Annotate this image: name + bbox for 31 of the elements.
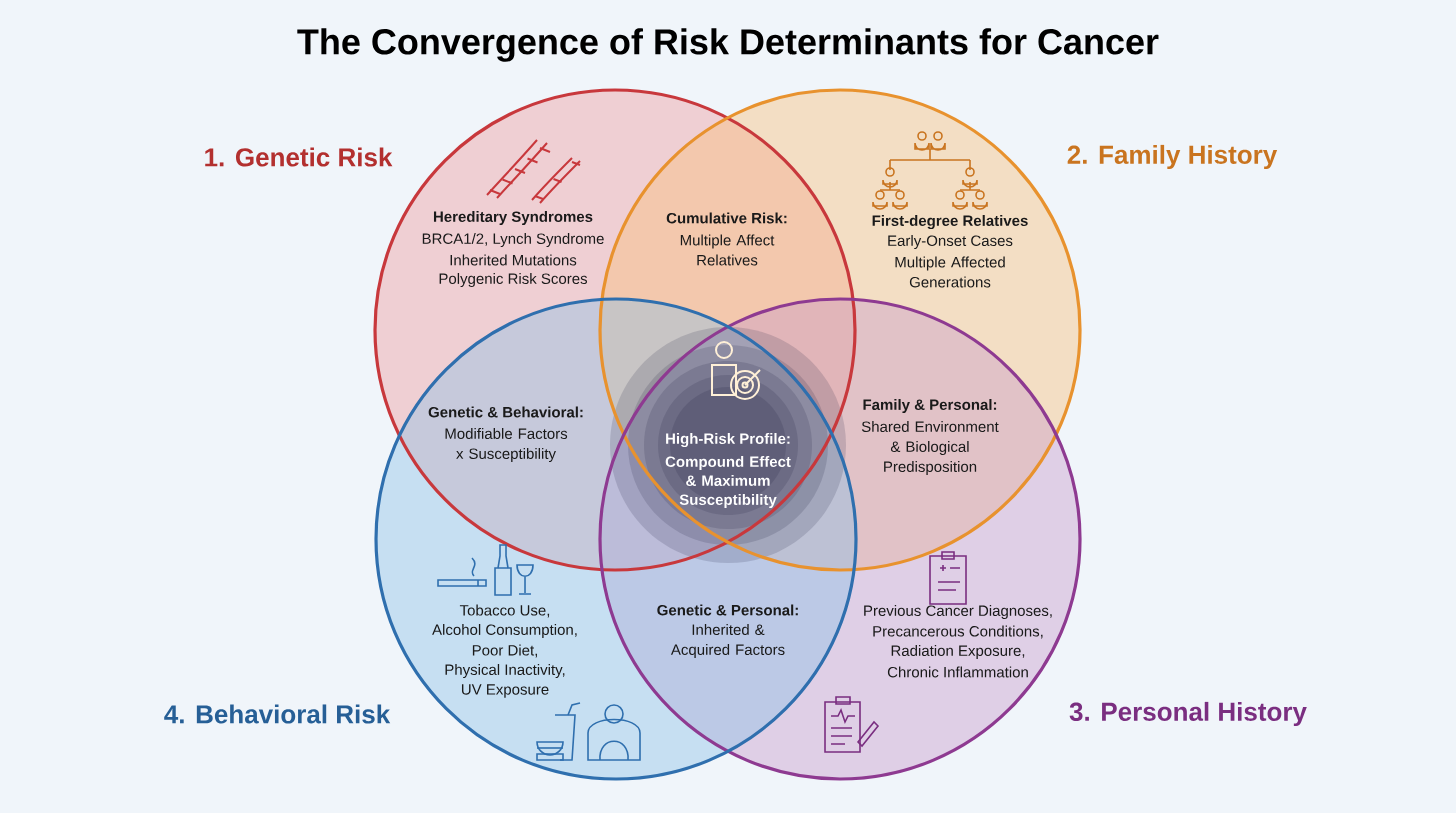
list-item: Precancerous Conditions, <box>873 625 1043 639</box>
list-item: Alcohol Consumption, <box>432 624 577 638</box>
list-item: Chronic Inflammation <box>887 666 1028 678</box>
region-heading: Genetic & Personal: <box>657 604 798 616</box>
list-item: Physical Inactivity, <box>445 664 565 678</box>
list-item: Poor Diet, <box>472 644 537 658</box>
circle-heading: 2. Family History <box>1067 144 1278 170</box>
list-item: Previous Cancer Diagnoses, <box>864 605 1052 619</box>
list-item: Polygenic Risk Scores <box>439 273 588 287</box>
region-heading: High-Risk Profile: <box>666 432 790 447</box>
circle-heading: 3. Personal History <box>1069 701 1307 727</box>
list-item: Inherited Mutations <box>450 254 577 266</box>
region-heading: Cumulative Risk: <box>666 212 787 224</box>
list-item: Early-Onset Cases <box>888 235 1013 249</box>
list-item: Tobacco Use, <box>459 604 550 618</box>
list-heading: Hereditary Syndromes <box>434 211 593 225</box>
list-item: Multiple Affected Generations <box>895 256 1005 288</box>
region-heading: Family & Personal: <box>863 399 997 413</box>
list-item: Radiation Exposure, <box>891 645 1025 659</box>
list-heading: First-degree Relatives <box>872 214 1028 229</box>
list-item: BRCA1/2, Lynch Syndrome <box>422 233 604 247</box>
list-item: UV Exposure <box>462 684 549 698</box>
region-text: Modifiable Factors x Susceptibility <box>445 428 568 462</box>
region-heading: Genetic & Behavioral: <box>428 406 583 418</box>
region-text: Multiple Affect Relatives <box>680 234 775 266</box>
circle-heading: 1. Genetic Risk <box>205 147 393 167</box>
region-text: Shared Environment & Biological Predisposition <box>861 421 999 475</box>
region-text: Inherited & Acquired Factors <box>670 624 785 658</box>
circle-heading: 4. Behavioral Risk <box>164 704 391 724</box>
region-heading: Compound Effect & Maximum Susceptibility <box>665 456 791 508</box>
title: The Convergence of Risk Determinants for Cancer <box>297 28 1159 62</box>
